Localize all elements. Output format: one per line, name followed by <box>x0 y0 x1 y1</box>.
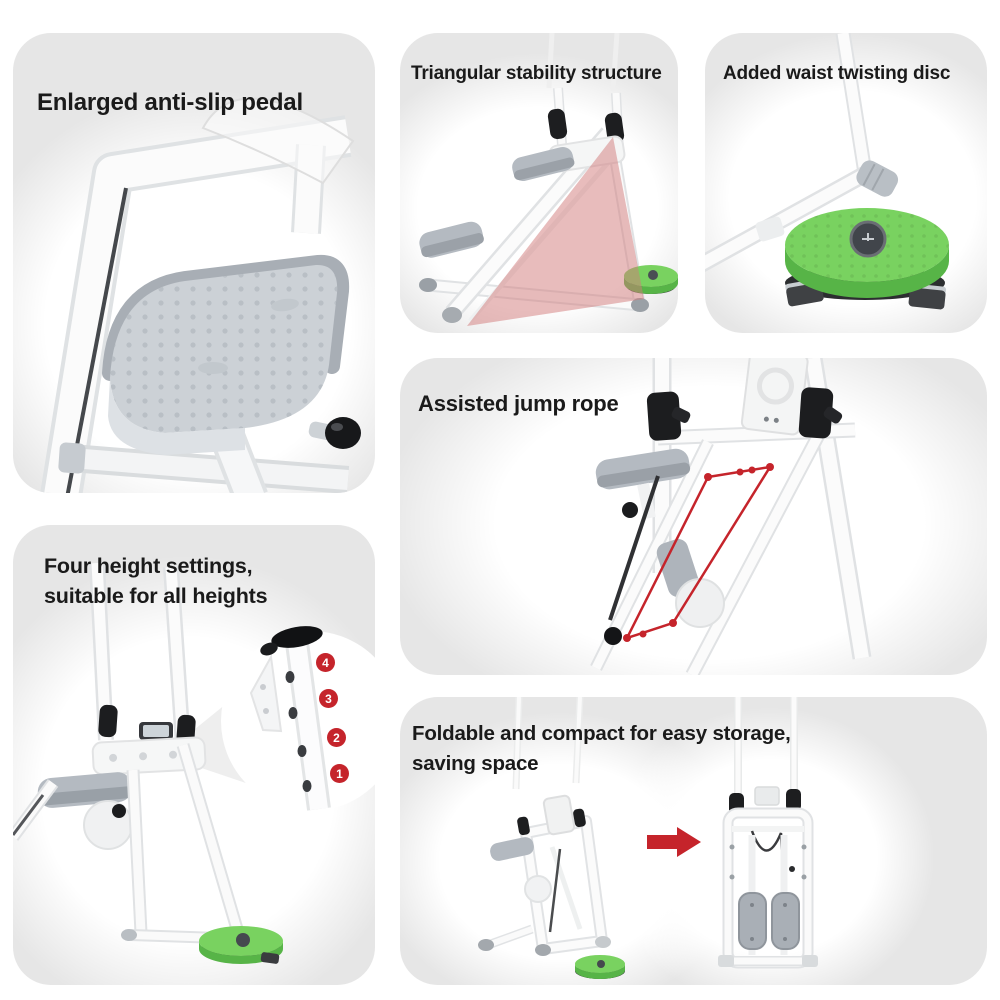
feature-panel-heights: Four height settings,suitable for all he… <box>13 525 375 985</box>
feature-panel-jump-rope: Assisted jump rope <box>400 358 987 675</box>
height-setting-badge-2: 2 <box>327 728 346 747</box>
panel-title-jump-rope: Assisted jump rope <box>418 391 619 416</box>
triangle-highlight <box>467 137 644 326</box>
anti-slip-pedal-photo <box>13 88 375 493</box>
panel-title-stability: Triangular stability structure <box>411 63 662 84</box>
panel-title-heights: Four height settings,suitable for all he… <box>44 554 268 608</box>
panel-title-pedal: Enlarged anti-slip pedal <box>37 89 303 116</box>
jump-rope-photo <box>400 358 987 675</box>
folding-photo <box>400 697 935 985</box>
panel-title-folding: Foldable and compact for easy storage,sa… <box>412 722 791 775</box>
right-arrow-icon <box>647 827 701 857</box>
stability-structure-photo <box>400 33 678 333</box>
height-setting-badge-3: 3 <box>319 689 338 708</box>
adjustment-knob <box>325 417 361 449</box>
machine-folded <box>718 697 818 969</box>
feature-panel-folding: Foldable and compact for easy storage,sa… <box>400 697 987 985</box>
feature-panel-pedal: Enlarged anti-slip pedal <box>13 33 375 493</box>
height-setting-badge-4: 4 <box>316 653 335 672</box>
twist-disc-photo <box>705 33 987 333</box>
height-settings-photo <box>13 555 375 985</box>
rope-path-highlight <box>623 463 774 642</box>
machine-upright <box>478 697 625 979</box>
feature-panel-twist-disc: Added waist twisting disc <box>705 33 987 333</box>
feature-panel-stability: Triangular stability structure <box>400 33 678 333</box>
height-setting-badge-1: 1 <box>330 764 349 783</box>
phone-holder <box>740 358 809 436</box>
panel-title-twist-disc: Added waist twisting disc <box>723 63 951 84</box>
